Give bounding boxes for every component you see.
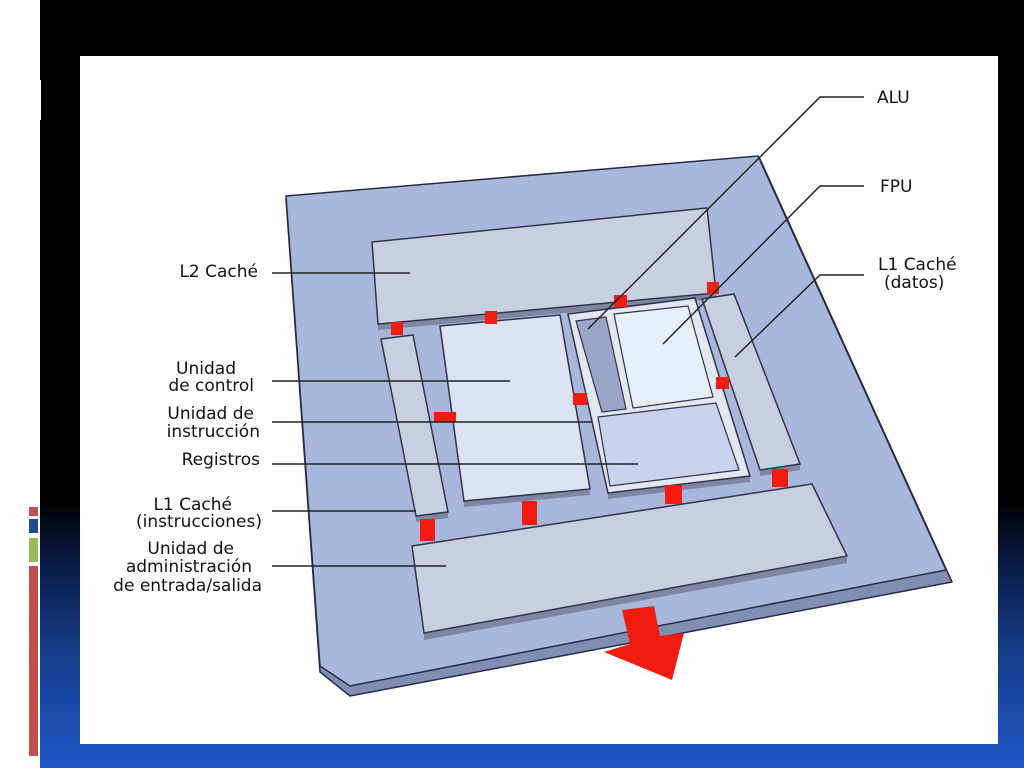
l2-cache-block-side [378, 293, 716, 330]
label-instruction-line1: Unidad de [167, 404, 254, 424]
connectors [391, 282, 788, 541]
label-control-line2: de control [168, 376, 254, 396]
label-fpu: FPU [880, 177, 912, 197]
connector [420, 519, 435, 541]
connector [391, 322, 403, 335]
label-control-line1: Unidad [176, 359, 236, 379]
label-l1-instr-line1: L1 Caché [153, 495, 232, 515]
label-io-line2: administración [126, 557, 252, 577]
leader-line-alu [587, 96, 864, 330]
label-l2-cache: L2 Caché [179, 262, 258, 282]
cpu-diagram: ALU FPU L1 Caché (datos) L2 Caché Unidad… [113, 88, 957, 697]
label-registers: Registros [182, 450, 261, 470]
connector [573, 393, 587, 405]
leader-lines [272, 96, 864, 567]
diagram-panel: ALU FPU L1 Caché (datos) L2 Caché Unidad… [80, 56, 998, 744]
label-l1-instr-line2: (instrucciones) [136, 512, 262, 532]
alu-block [575, 316, 627, 413]
connector [614, 295, 627, 307]
control-unit-block-side [464, 489, 590, 507]
accent-bar-green [29, 538, 38, 562]
accent-bar-red-small [29, 507, 38, 516]
accent-bar-red-long [29, 566, 38, 756]
label-l1-data-line1: L1 Caché [878, 255, 957, 275]
leader-line-l1-data [734, 274, 864, 358]
io-unit-block [411, 483, 849, 634]
label-alu: ALU [877, 88, 910, 108]
control-unit-block [439, 314, 591, 502]
connector [716, 377, 729, 389]
fpu-block [613, 305, 714, 409]
presentation-bars-icon [20, 72, 41, 120]
connector [485, 311, 497, 324]
registers-block [597, 402, 740, 487]
leader-line-fpu [662, 185, 864, 345]
label-io-line3: de entrada/salida [113, 576, 262, 596]
connector [707, 282, 719, 294]
label-l1-data-line2: (datos) [884, 273, 944, 293]
connector [665, 485, 682, 504]
accent-bar-blue [29, 519, 38, 533]
label-instruction-line2: instrucción [167, 422, 260, 442]
connector [522, 501, 537, 525]
output-arrow [604, 606, 684, 680]
l1-data-cache-block [701, 293, 802, 471]
label-io-line1: Unidad de [147, 539, 234, 559]
io-unit-block-side [424, 556, 847, 640]
connector [434, 412, 456, 422]
connector [772, 469, 788, 487]
